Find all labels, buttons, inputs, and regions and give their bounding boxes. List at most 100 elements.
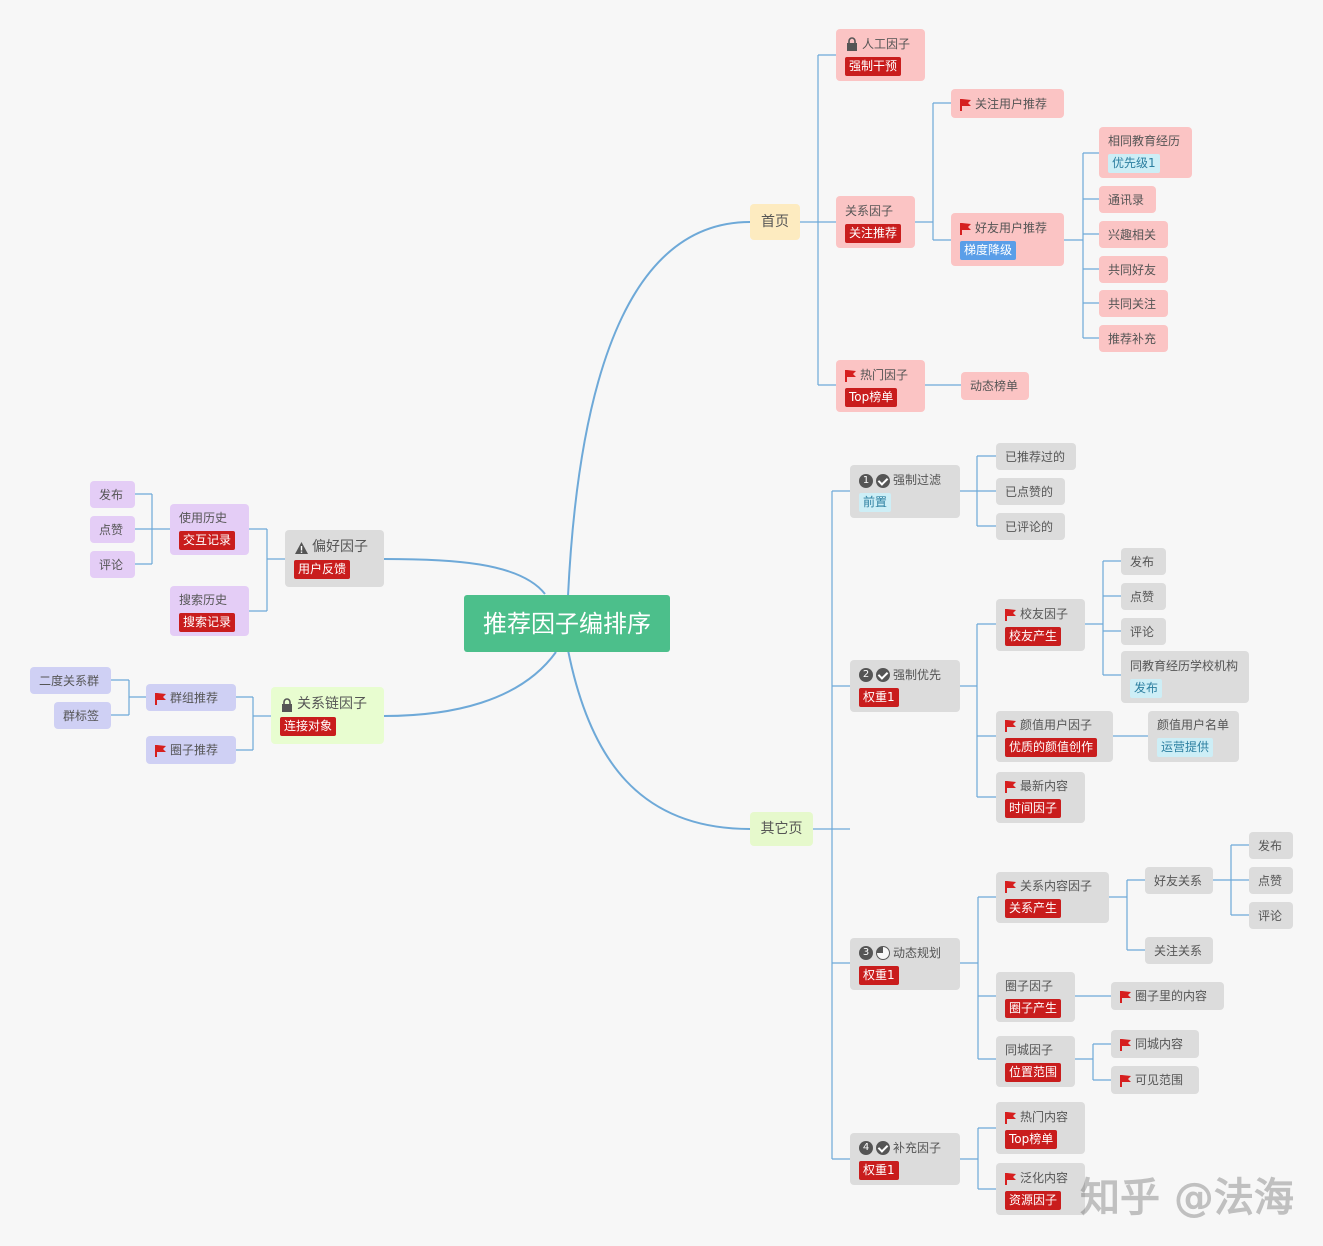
latest-content-node[interactable]: 最新内容 时间因子 (996, 772, 1085, 823)
looks-user-factor-title: 颜值用户因子 (1020, 718, 1093, 732)
relation-like-node[interactable]: 点赞 (1249, 867, 1293, 894)
check-icon (876, 668, 890, 682)
follow-user-recommend-title: 关注用户推荐 (975, 96, 1048, 111)
manual-factor-tag: 强制干预 (845, 56, 902, 76)
relation-publish-node[interactable]: 发布 (1249, 832, 1293, 859)
circle-factor-tag: 圈子产生 (1005, 998, 1062, 1018)
other-pages-node[interactable]: 其它页 (750, 812, 813, 846)
supplement-factor-tag: 权重1 (859, 1160, 899, 1180)
visible-range-node[interactable]: 可见范围 (1111, 1066, 1199, 1094)
friend-user-recommend-node[interactable]: 好友用户推荐 梯度降级 (951, 213, 1064, 266)
usage-comment-node[interactable]: 评论 (90, 551, 135, 578)
same-education-node[interactable]: 相同教育经历 优先级1 (1099, 127, 1192, 178)
alumni-comment-node[interactable]: 评论 (1121, 618, 1166, 645)
group-tag-node[interactable]: 群标签 (54, 702, 111, 729)
relation-factor-node[interactable]: 关系因子 关注推荐 (836, 196, 915, 248)
home-node[interactable]: 首页 (750, 204, 800, 240)
contacts-title: 通讯录 (1108, 192, 1145, 207)
contacts-node[interactable]: 通讯录 (1099, 186, 1156, 213)
same-city-content-title: 同城内容 (1135, 1037, 1184, 1051)
flag-icon (1005, 608, 1017, 621)
force-filter-title: 强制过滤 (893, 473, 942, 487)
same-city-factor-tag: 位置范围 (1005, 1063, 1062, 1082)
manual-factor-node[interactable]: 人工因子 强制干预 (836, 29, 925, 81)
circle-content-title: 圈子里的内容 (1135, 989, 1208, 1003)
same-city-factor-node[interactable]: 同城因子 位置范围 (996, 1036, 1075, 1087)
preference-factor-node[interactable]: 偏好因子 用户反馈 (285, 530, 384, 587)
alumni-factor-node[interactable]: 校友因子 校友产生 (996, 599, 1085, 651)
broad-content-node[interactable]: 泛化内容 资源因子 (996, 1163, 1085, 1215)
dynamic-ranking-title: 动态榜单 (970, 379, 1019, 393)
follow-user-recommend-node[interactable]: 关注用户推荐 (951, 89, 1064, 118)
flag-icon (845, 369, 857, 382)
same-education-school-node[interactable]: 同教育经历学校机构 发布 (1121, 651, 1249, 703)
mutual-follow-node[interactable]: 共同关注 (1099, 290, 1168, 317)
circle-recommend-title: 圈子推荐 (170, 743, 219, 757)
relation-content-factor-node[interactable]: 关系内容因子 关系产生 (996, 872, 1109, 923)
follow-relation-node[interactable]: 关注关系 (1145, 937, 1213, 964)
circle-recommend-node[interactable]: 圈子推荐 (146, 736, 236, 764)
alumni-factor-title: 校友因子 (1020, 606, 1069, 621)
root-node[interactable]: 推荐因子编排序 (464, 595, 670, 652)
circle-factor-node[interactable]: 圈子因子 圈子产生 (996, 972, 1075, 1022)
alumni-factor-tag: 校友产生 (1005, 626, 1062, 646)
root-title: 推荐因子编排序 (483, 610, 651, 638)
looks-user-list-node[interactable]: 颜值用户名单 运营提供 (1148, 711, 1239, 762)
alumni-like-title: 点赞 (1130, 589, 1155, 604)
broad-content-tag: 资源因子 (1005, 1190, 1062, 1210)
dynamic-ranking-node[interactable]: 动态榜单 (961, 372, 1029, 400)
warning-icon (294, 541, 309, 555)
curve-chain (383, 651, 557, 717)
dynamic-planning-tag: 权重1 (859, 965, 899, 985)
recommend-supplement-node[interactable]: 推荐补充 (1099, 325, 1168, 352)
same-education-tag: 优先级1 (1108, 154, 1160, 173)
alumni-publish-node[interactable]: 发布 (1121, 548, 1166, 575)
number-4-icon: 4 (859, 1141, 873, 1155)
hot-factor-node[interactable]: 热门因子 Top榜单 (836, 360, 925, 412)
alumni-publish-title: 发布 (1130, 554, 1155, 569)
relation-like-title: 点赞 (1258, 873, 1283, 888)
flag-icon (1005, 780, 1017, 793)
friend-relation-node[interactable]: 好友关系 (1145, 867, 1213, 894)
interest-related-node[interactable]: 兴趣相关 (1099, 221, 1168, 248)
progress-pie-icon (876, 946, 890, 960)
number-1-icon: 1 (859, 473, 873, 488)
circle-factor-title: 圈子因子 (1005, 978, 1054, 993)
group-recommend-node[interactable]: 群组推荐 (146, 684, 236, 711)
same-education-school-title: 同教育经历学校机构 (1130, 658, 1239, 673)
usage-publish-node[interactable]: 发布 (90, 481, 135, 508)
looks-user-factor-node[interactable]: 颜值用户因子 优质的颜值创作 (996, 711, 1113, 762)
relation-factor-title: 关系因子 (845, 203, 894, 218)
already-liked-node[interactable]: 已点赞的 (996, 478, 1065, 505)
relation-content-factor-tag: 关系产生 (1005, 899, 1062, 918)
friend-user-recommend-title: 好友用户推荐 (975, 221, 1048, 235)
already-commented-node[interactable]: 已评论的 (996, 513, 1065, 540)
already-recommended-node[interactable]: 已推荐过的 (996, 443, 1076, 470)
relation-chain-factor-tag: 连接对象 (280, 717, 337, 736)
search-history-node[interactable]: 搜索历史 搜索记录 (170, 586, 249, 636)
relation-comment-node[interactable]: 评论 (1249, 902, 1293, 929)
mutual-friends-node[interactable]: 共同好友 (1099, 256, 1168, 283)
usage-like-node[interactable]: 点赞 (90, 516, 135, 543)
hot-content-node[interactable]: 热门内容 Top榜单 (996, 1102, 1085, 1154)
same-city-content-node[interactable]: 同城内容 (1111, 1030, 1199, 1058)
second-degree-group-node[interactable]: 二度关系群 (30, 667, 111, 694)
search-history-title: 搜索历史 (179, 592, 228, 607)
search-history-tag: 搜索记录 (179, 612, 236, 632)
recommend-supplement-title: 推荐补充 (1108, 331, 1157, 346)
manual-factor-title: 人工因子 (862, 36, 911, 51)
circle-content-node[interactable]: 圈子里的内容 (1111, 982, 1224, 1010)
looks-user-factor-tag: 优质的颜值创作 (1005, 738, 1098, 757)
interest-related-title: 兴趣相关 (1108, 227, 1157, 242)
relation-chain-factor-node[interactable]: 关系链因子 连接对象 (271, 687, 384, 744)
relation-comment-title: 评论 (1258, 908, 1283, 923)
hot-factor-title: 热门因子 (860, 367, 909, 382)
usage-history-node[interactable]: 使用历史 交互记录 (170, 504, 249, 555)
alumni-like-node[interactable]: 点赞 (1121, 583, 1166, 610)
looks-user-list-title: 颜值用户名单 (1157, 718, 1230, 732)
flag-icon (1005, 880, 1017, 893)
